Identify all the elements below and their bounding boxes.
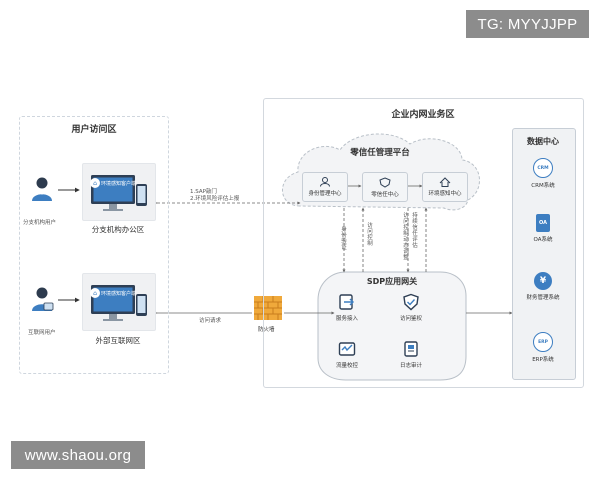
link-top-label-2: 2.环境风险评估上报 bbox=[190, 196, 240, 202]
shield-icon bbox=[379, 176, 391, 188]
vlink-label-trust: 持续信任评估 bbox=[411, 212, 417, 248]
ztna-title: 零信任管理平台 bbox=[350, 148, 410, 158]
vlink-label-access: 访问控制 bbox=[366, 222, 372, 246]
log-icon bbox=[404, 341, 418, 357]
sdp-title: SDP应用网关 bbox=[366, 277, 418, 286]
firewall-label: 防火墙 bbox=[258, 327, 275, 333]
branch-client-label: 环境感知客户端 bbox=[101, 181, 137, 187]
internet-user-label: 互联网用户 bbox=[28, 330, 56, 336]
internet-zone-label: 外部互联网区 bbox=[95, 336, 141, 345]
user-access-zone bbox=[19, 116, 169, 374]
shield-check-icon bbox=[403, 293, 419, 311]
sdp-service-auth: 访问鉴权 bbox=[393, 293, 429, 322]
branch-office-label: 分支机构办公区 bbox=[91, 225, 145, 234]
dc-item-erp: ERP ERP系统 bbox=[512, 332, 574, 363]
link-bottom-label: 访问请求 bbox=[199, 318, 222, 324]
link-top-label-1: 1.SAP敲门 bbox=[190, 189, 217, 195]
oa-icon: OA bbox=[536, 214, 550, 232]
internet-client-label: 环境感知客户端 bbox=[101, 291, 137, 297]
enterprise-zone bbox=[263, 98, 584, 388]
user-zone-title: 用户访问区 bbox=[71, 125, 117, 135]
ztna-node-identity: 身份管理中心 bbox=[302, 172, 348, 202]
branch-user-icon bbox=[30, 176, 54, 206]
watermark-bottom-left: www.shaou.org bbox=[11, 441, 145, 469]
erp-icon: ERP bbox=[533, 332, 553, 352]
internet-client-devices bbox=[89, 282, 149, 328]
ztna-node-zerotrust: 零信任中心 bbox=[362, 172, 408, 202]
shield-icon: ⌂ bbox=[90, 178, 100, 188]
internet-user-icon bbox=[30, 286, 54, 316]
dc-item-oa: OA OA系统 bbox=[512, 214, 574, 243]
home-icon bbox=[439, 177, 451, 187]
dc-item-finance: ¥ 财务管理系统 bbox=[512, 272, 574, 301]
shield-icon: ⌂ bbox=[90, 288, 100, 298]
branch-user-label: 分支机构用户 bbox=[23, 220, 57, 226]
dc-item-crm: CRM CRM系统 bbox=[512, 158, 574, 189]
crm-icon: CRM bbox=[533, 158, 553, 178]
user-icon bbox=[320, 177, 330, 187]
ztna-node-environment: 环境感知中心 bbox=[422, 172, 468, 202]
login-icon bbox=[339, 294, 354, 310]
datacenter-title: 数据中心 bbox=[527, 137, 559, 146]
firewall-icon bbox=[254, 296, 282, 324]
branch-client-devices bbox=[89, 172, 149, 218]
currency-icon: ¥ bbox=[534, 272, 552, 290]
sdp-service-traffic: 流量校控 bbox=[332, 340, 362, 369]
traffic-icon bbox=[338, 342, 356, 356]
sdp-service-access: 服务接入 bbox=[332, 293, 362, 322]
watermark-top-right: TG: MYYJJPP bbox=[466, 10, 589, 38]
vlink-label-auth: 身份验证 bbox=[340, 226, 346, 250]
vlink-label-dynamic: 访问控制动态调整 bbox=[402, 212, 408, 260]
sdp-service-audit: 日志审计 bbox=[393, 340, 429, 369]
enterprise-title: 企业内网业务区 bbox=[391, 110, 455, 120]
